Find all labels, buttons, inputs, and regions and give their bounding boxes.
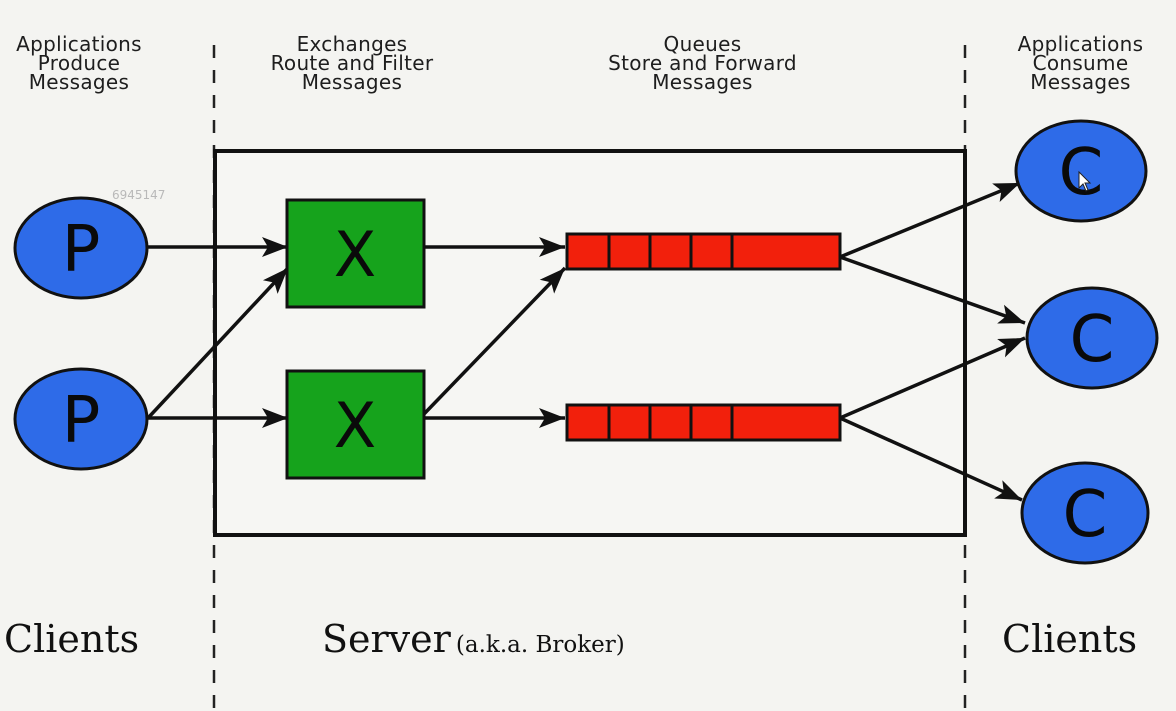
exchange-2-label: X bbox=[334, 389, 376, 462]
header-exchanges: Exchanges Route and Filter Messages bbox=[270, 32, 434, 94]
arrow-q2-c3 bbox=[839, 416, 1023, 502]
queue-2 bbox=[565, 403, 842, 442]
consumer-3-label: C bbox=[1063, 478, 1108, 552]
consumer-2: C bbox=[1025, 286, 1159, 390]
arrow-x2-q1 bbox=[422, 266, 567, 416]
arrowhead-q2-c2 bbox=[997, 338, 1025, 358]
arrowhead-x1-q1 bbox=[539, 237, 565, 257]
arrow-q1-c2 bbox=[839, 255, 1026, 325]
arrowhead-q1-c1 bbox=[992, 183, 1020, 203]
arrowhead-p2-x2 bbox=[262, 408, 288, 428]
header-consumers: Applications Consume Messages bbox=[1017, 32, 1144, 94]
arrowhead-q2-c3 bbox=[994, 480, 1022, 500]
producer-2-circle bbox=[13, 367, 149, 471]
exchange-2-box bbox=[285, 369, 426, 480]
arrow-p2-x1 bbox=[146, 266, 290, 420]
arrowhead-q1-c2 bbox=[997, 304, 1025, 324]
footer-clients-left: Clients bbox=[4, 617, 140, 661]
header-producers: Applications Produce Messages bbox=[16, 32, 142, 94]
arrow-q1-c1 bbox=[839, 181, 1021, 259]
exchange-1: X bbox=[285, 198, 426, 309]
arrows bbox=[146, 181, 1026, 502]
queue-1 bbox=[565, 232, 842, 271]
consumer-2-circle bbox=[1025, 286, 1159, 390]
mouse-pointer-icon bbox=[1078, 170, 1092, 192]
consumer-1: C bbox=[1014, 119, 1148, 223]
arrowheads bbox=[262, 183, 1025, 500]
producer-1-label: P bbox=[62, 213, 101, 287]
producer-2: P bbox=[13, 367, 149, 471]
footer-server-label: Server bbox=[322, 617, 451, 661]
producer-1: P bbox=[13, 196, 149, 300]
footer-server: Server (a.k.a. Broker) bbox=[322, 617, 625, 661]
arrowhead-x2-q1 bbox=[539, 268, 565, 294]
consumer-2-label: C bbox=[1070, 303, 1115, 377]
exchange-2: X bbox=[285, 369, 426, 480]
exchange-1-box bbox=[285, 198, 426, 309]
arrowhead-p2-x1 bbox=[262, 268, 288, 294]
queue-2-body bbox=[565, 403, 842, 442]
consumer-3-circle bbox=[1020, 461, 1150, 565]
watermark-id: 6945147 bbox=[112, 188, 166, 202]
consumer-1-circle bbox=[1014, 119, 1148, 223]
queue-1-body bbox=[565, 232, 842, 271]
producer-2-label: P bbox=[62, 384, 101, 458]
footer-server-note: (a.k.a. Broker) bbox=[455, 632, 625, 658]
arrow-q2-c2 bbox=[839, 336, 1026, 420]
footer-clients-right: Clients bbox=[1002, 617, 1138, 661]
arrowhead-x2-q2 bbox=[539, 408, 565, 428]
producer-1-circle bbox=[13, 196, 149, 300]
header-queues: Queues Store and Forward Messages bbox=[608, 32, 797, 94]
consumer-3: C bbox=[1020, 461, 1150, 565]
arrowhead-p1-x1 bbox=[262, 237, 288, 257]
consumer-1-label: C bbox=[1059, 136, 1104, 210]
exchange-1-label: X bbox=[334, 218, 376, 291]
